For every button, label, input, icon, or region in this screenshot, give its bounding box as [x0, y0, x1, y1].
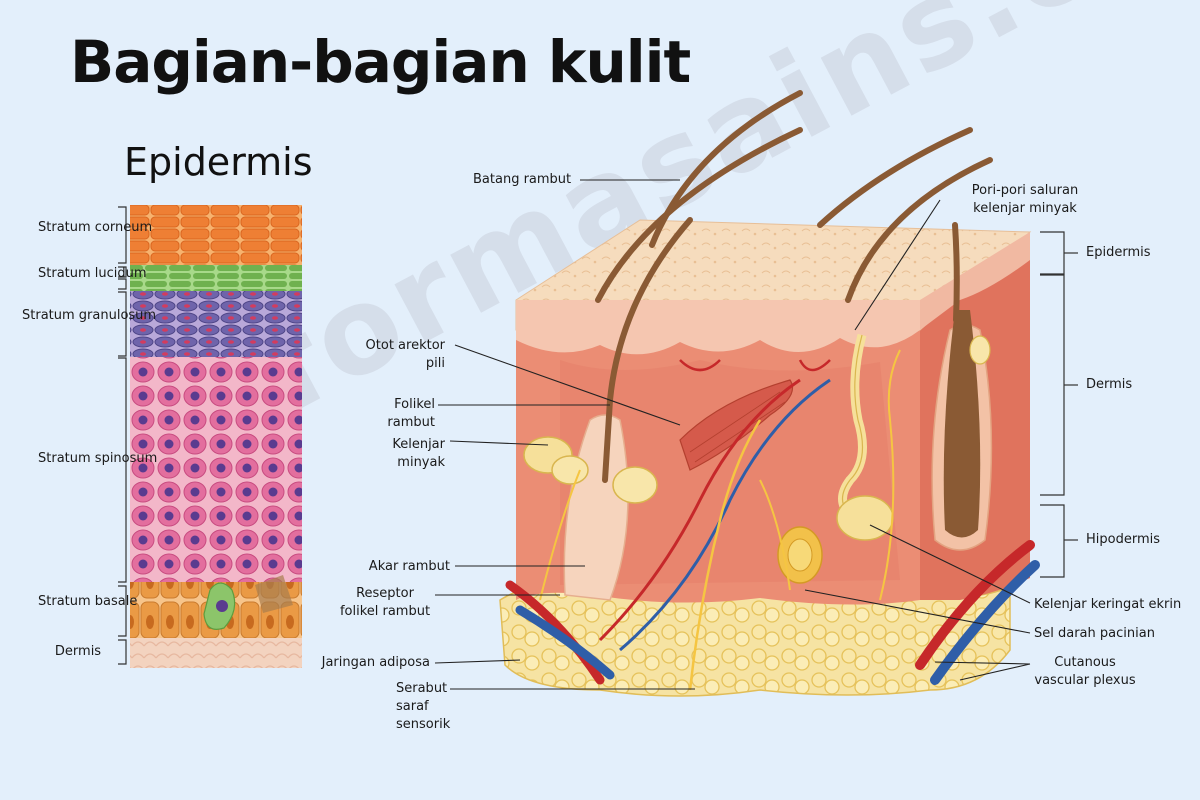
label-folikel-rambut: Folikel rambut [387, 397, 435, 430]
label-dermis-small: Dermis [54, 644, 102, 659]
skin-block [499, 90, 1040, 697]
page-title: Bagian-bagian kulit [70, 28, 691, 96]
label-kelenjar-keringat-ekrin: Kelenjar keringat ekrin [1034, 597, 1182, 612]
label-stratum-lucidum: Stratum lucidum [38, 266, 147, 281]
leader-lines [434, 179, 1031, 690]
label-sel-darah-pacinian: Sel darah pacinian [1034, 626, 1155, 641]
label-hipodermis: Hipodermis [1086, 532, 1161, 547]
label-epidermis: Epidermis [1086, 245, 1151, 260]
label-kelenjar-minyak: Kelenjar minyak [392, 437, 445, 470]
epidermis-brackets [118, 206, 127, 665]
label-jaringan-adiposa: Jaringan adiposa [321, 655, 430, 670]
label-reseptor-folikel-rambut: Reseptor folikel rambut [339, 586, 431, 619]
label-pori-pori: Pori-pori saluran kelenjar minyak [971, 183, 1079, 216]
label-otot-arektor-pili: Otot arektor pili [365, 338, 445, 371]
skin-brackets [1040, 231, 1078, 578]
label-stratum-corneum: Stratum corneum [38, 220, 153, 235]
epidermis-layer-column [130, 205, 302, 668]
label-akar-rambut: Akar rambut [368, 559, 450, 574]
label-serabut-saraf-sensorik: Serabut saraf sensorik [396, 681, 451, 732]
label-batang-rambut: Batang rambut [473, 172, 572, 187]
label-cutanous-vascular-plexus: Cutanous vascular plexus [1034, 655, 1136, 688]
label-stratum-granulosum: Stratum granulosum [22, 308, 157, 323]
epidermis-subtitle: Epidermis [124, 140, 313, 184]
label-stratum-spinosum: Stratum spinosum [38, 451, 158, 466]
label-stratum-basale: Stratum basale [38, 594, 138, 609]
label-dermis: Dermis [1086, 377, 1133, 392]
